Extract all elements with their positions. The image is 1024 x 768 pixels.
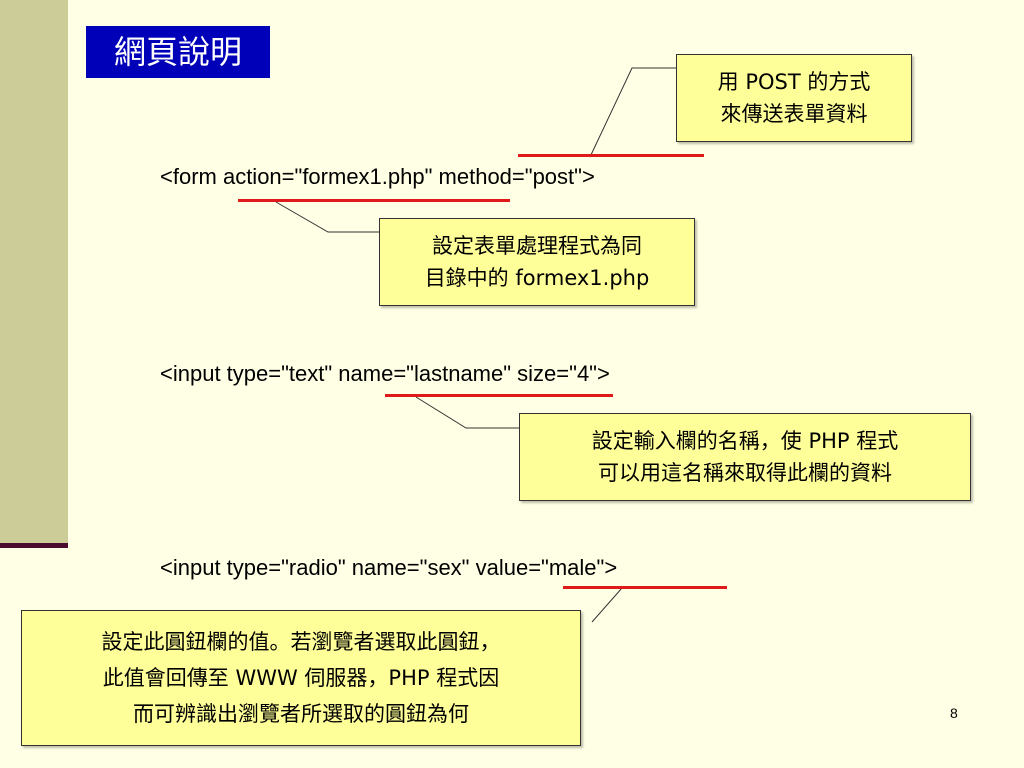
slide-title: 網頁說明 xyxy=(86,26,270,78)
underline-value-male xyxy=(563,586,727,589)
callout-line: 可以用這名稱來取得此欄的資料 xyxy=(598,461,892,485)
slide-side-rule xyxy=(0,543,68,548)
code-line-radio-input: <input type="radio" name="sex" value="ma… xyxy=(160,555,618,580)
callout-line: 目錄中的 formex1.php xyxy=(424,266,650,290)
underline-name-lastname xyxy=(385,394,613,397)
callout-line: 設定輸入欄的名稱，使 PHP 程式 xyxy=(591,429,899,453)
leader-radio-value xyxy=(591,587,623,623)
callout-input-name: 設定輸入欄的名稱，使 PHP 程式 可以用這名稱來取得此欄的資料 xyxy=(519,413,971,501)
callout-line: 設定此圓鈕欄的值。若瀏覽者選取此圓鈕， xyxy=(101,630,501,654)
callout-action-file: 設定表單處理程式為同 目錄中的 formex1.php xyxy=(379,218,695,306)
callout-line: 設定表單處理程式為同 xyxy=(432,234,642,258)
code-line-form: <form action="formex1.php" method="post"… xyxy=(160,164,595,189)
underline-action xyxy=(238,199,510,202)
callout-line: 來傳送表單資料 xyxy=(720,102,868,126)
callout-line: 而可辨識出瀏覽者所選取的圓鈕為何 xyxy=(133,702,469,726)
code-line-text-input: <input type="text" name="lastname" size=… xyxy=(160,361,610,386)
leader-input-name xyxy=(415,396,520,429)
leader-post-method xyxy=(589,67,680,158)
leader-action-file xyxy=(275,201,380,233)
underline-method-post xyxy=(518,154,704,157)
page-number: 8 xyxy=(950,705,958,721)
callout-radio-value: 設定此圓鈕欄的值。若瀏覽者選取此圓鈕， 此值會回傳至 WWW 伺服器，PHP 程… xyxy=(21,610,581,746)
callout-post-method: 用 POST 的方式 來傳送表單資料 xyxy=(676,54,912,142)
callout-line: 用 POST 的方式 xyxy=(717,70,871,94)
slide-side-bar xyxy=(0,0,68,548)
callout-line: 此值會回傳至 WWW 伺服器，PHP 程式因 xyxy=(102,666,500,690)
